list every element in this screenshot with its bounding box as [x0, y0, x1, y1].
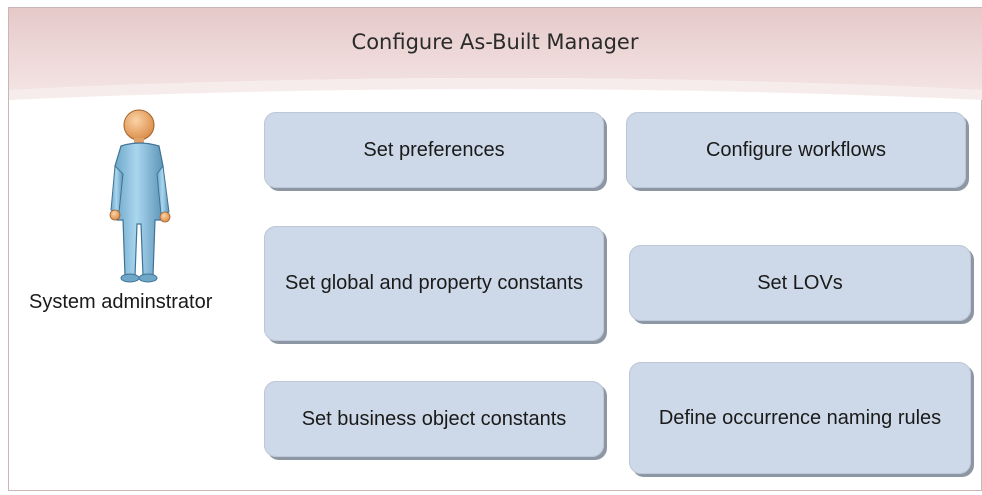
task-set-business-object-constants: Set business object constants: [264, 381, 604, 457]
person-icon: [109, 109, 171, 283]
task-set-global-property-constants: Set global and property constants: [264, 226, 604, 341]
actor-label: System adminstrator: [29, 291, 213, 313]
title-banner: Configure As-Built Manager: [9, 8, 982, 118]
page-title: Configure As-Built Manager: [351, 30, 639, 54]
task-define-occurrence-naming-rules: Define occurrence naming rules: [629, 362, 971, 474]
task-configure-workflows: Configure workflows: [626, 112, 966, 188]
diagram-frame: Configure As-Built Manager: [8, 7, 982, 491]
banner-shape: [9, 8, 982, 100]
actor-figure: [109, 108, 179, 283]
task-set-lovs: Set LOVs: [629, 245, 971, 321]
task-set-preferences: Set preferences: [264, 112, 604, 188]
